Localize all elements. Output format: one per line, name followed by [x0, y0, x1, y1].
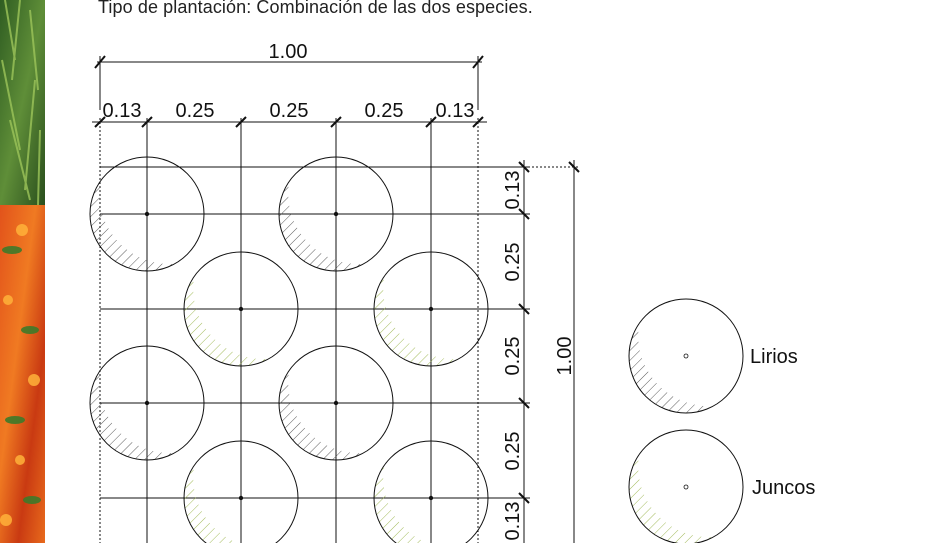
side-dimension-lines [518, 160, 580, 543]
plant-hatch [374, 441, 488, 543]
side-dimension-label: 0.25 [502, 243, 524, 282]
plant-juncos [373, 440, 489, 543]
plant-center [428, 306, 434, 312]
plant-outline [183, 440, 299, 543]
plant-lirios [89, 156, 205, 272]
side-dimension-label: 0.25 [502, 337, 524, 376]
plant-outline [373, 251, 489, 367]
plants-layer [89, 156, 489, 543]
plant-center [428, 495, 434, 501]
plant-juncos [373, 251, 489, 367]
legend-item-lirios: Lirios [628, 298, 798, 414]
juncos-symbol [629, 430, 743, 543]
plant-photo-image [0, 0, 45, 543]
legend-label-lirios: Lirios [750, 346, 798, 368]
plant-center [238, 306, 244, 312]
top-dimension-label: 0.13 [436, 100, 475, 122]
plant-photo-strip [0, 0, 45, 543]
plant-center [333, 211, 339, 217]
plant-outline [89, 345, 205, 461]
plant-center [333, 400, 339, 406]
plant-lirios [278, 345, 394, 461]
legend-item-juncos: Juncos [628, 429, 815, 543]
total-width-label: 1.00 [269, 41, 308, 63]
lirios-symbol [629, 299, 743, 413]
plant-lirios [89, 345, 205, 461]
top-dimension-label: 0.25 [270, 100, 309, 122]
plant-outline [183, 251, 299, 367]
plant-juncos [183, 251, 299, 367]
plant-outline [278, 156, 394, 272]
plant-hatch [184, 441, 298, 543]
plant-center [238, 495, 244, 501]
top-dimension-lines [92, 55, 487, 128]
side-dimension-label: 0.25 [502, 432, 524, 471]
total-height-label: 1.00 [554, 337, 576, 376]
top-dimension-label: 0.25 [365, 100, 404, 122]
top-dimension-label: 0.13 [103, 100, 142, 122]
planting-type-subtitle: Tipo de plantación: Combinación de las d… [98, 0, 533, 17]
legend-label-juncos: Juncos [752, 477, 815, 499]
legend: Lirios Juncos [628, 298, 815, 543]
side-dimension-label: 0.13 [502, 502, 524, 541]
plant-outline [89, 156, 205, 272]
plant-juncos [183, 440, 299, 543]
plant-outline [373, 440, 489, 543]
top-dimension-label: 0.25 [176, 100, 215, 122]
plant-center [144, 400, 150, 406]
side-dimension-label: 0.13 [502, 171, 524, 210]
plant-center [144, 211, 150, 217]
plant-lirios [278, 156, 394, 272]
plant-outline [278, 345, 394, 461]
